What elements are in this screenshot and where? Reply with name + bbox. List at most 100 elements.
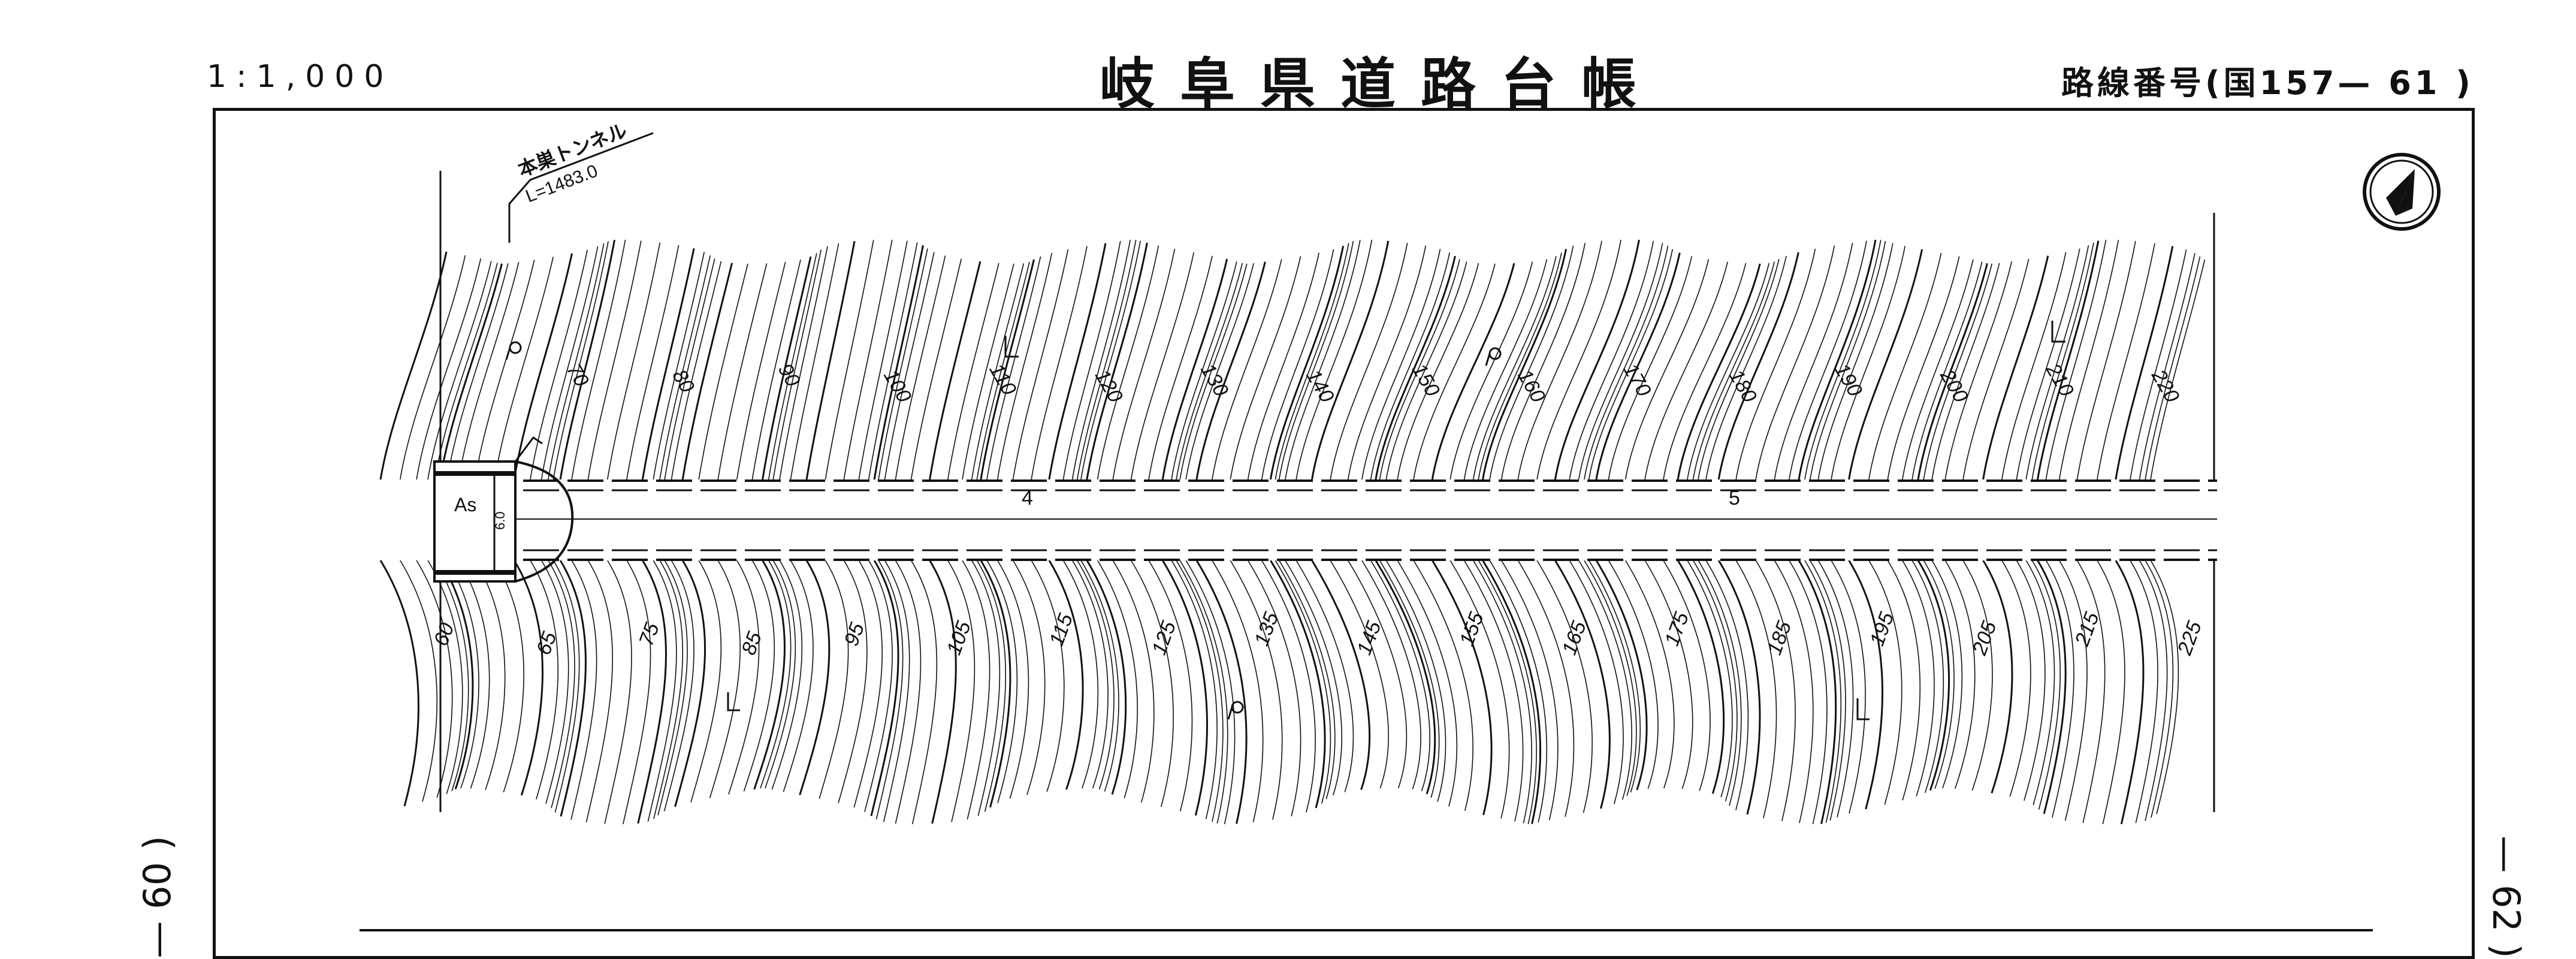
contour-line — [530, 249, 588, 800]
contour-line — [1705, 255, 1787, 810]
contour-label: 215 — [2070, 609, 2103, 649]
contour-line — [1923, 263, 1992, 789]
contour-line — [1179, 263, 1248, 824]
contour-line — [623, 245, 680, 825]
contour-line — [674, 263, 733, 807]
contour-label: 135 — [1250, 609, 1283, 649]
road — [434, 480, 2232, 561]
contour-line — [2058, 240, 2119, 821]
contour-line — [1112, 248, 1176, 803]
contour-line — [1584, 245, 1669, 796]
contour-line — [2076, 241, 2136, 824]
contour-line — [743, 260, 801, 792]
contour-line — [1275, 243, 1349, 804]
contour-label: 175 — [1660, 609, 1693, 649]
contour-line — [1086, 242, 1148, 795]
contour-line — [728, 261, 786, 795]
contour-line — [1848, 249, 1923, 810]
contour-line — [1931, 263, 2000, 789]
contour-line — [1810, 241, 1886, 821]
contour-line — [853, 240, 908, 808]
contour-label: 95 — [840, 620, 869, 649]
contour-line — [1176, 263, 1243, 822]
road-width-label: 6.0 — [493, 511, 508, 530]
contour-line — [1330, 243, 1408, 789]
contour-label: 85 — [737, 629, 766, 658]
contour-line — [2097, 243, 2155, 824]
contour-line — [1663, 263, 1747, 791]
contour-line — [1482, 249, 1568, 824]
contour-label: 195 — [1865, 609, 1898, 649]
contour-line — [1489, 245, 1574, 823]
contour-line — [783, 243, 839, 792]
contour-line — [657, 258, 715, 816]
contour-line — [663, 261, 722, 812]
tunnel-callout — [508, 132, 654, 243]
route-number: 路線番号(国157— 61 ) — [2061, 64, 2474, 102]
contour-label: 140 — [1301, 366, 1338, 406]
contour-line — [1902, 259, 1974, 797]
contour-line — [2139, 253, 2196, 821]
contour-line — [883, 252, 935, 822]
contour-line — [2031, 242, 2094, 810]
contour-line — [980, 259, 1035, 808]
contour-line — [1798, 239, 1877, 824]
page-title: 岐阜県道路台帳 — [1100, 52, 1662, 116]
contour-label: 220 — [2147, 365, 2184, 406]
contour-line — [1472, 256, 1557, 824]
contour-line — [1385, 261, 1467, 803]
contour-line — [1677, 263, 1761, 794]
contour-line — [962, 263, 1014, 820]
contour-line — [1295, 240, 1373, 792]
contour-line — [2001, 252, 2067, 797]
contour-line — [690, 263, 748, 803]
contour-line — [1982, 255, 2049, 794]
contour-line — [1595, 252, 1681, 791]
contour-line — [2150, 260, 2206, 815]
contour-line — [1917, 263, 1988, 791]
contour-line — [1735, 249, 1816, 819]
contour-line — [1071, 240, 1131, 789]
contour-label: 100 — [879, 366, 916, 406]
contour-line — [1311, 240, 1390, 791]
contour-line — [1130, 252, 1195, 807]
contour-line — [494, 257, 554, 792]
contour-line — [1554, 239, 1640, 809]
contour-line — [765, 249, 822, 789]
contour-line — [1062, 241, 1121, 789]
contour-line — [799, 241, 856, 795]
contour-line — [1755, 245, 1835, 821]
contour-line — [2045, 239, 2107, 818]
contour-line — [585, 240, 642, 822]
contour-line — [1644, 261, 1728, 789]
contour-line — [976, 261, 1030, 812]
contour-line — [458, 262, 520, 789]
land-use-symbols — [505, 321, 2065, 720]
contour-label: 225 — [2173, 618, 2206, 658]
contour-line — [427, 261, 492, 794]
contour-label: 205 — [1968, 618, 2001, 658]
contour-line — [2025, 245, 2089, 806]
contour-line — [1463, 259, 1548, 822]
contour-line — [1148, 255, 1213, 812]
contour-line — [1698, 259, 1780, 806]
contour-line — [637, 248, 695, 824]
contour-line — [1774, 242, 1853, 824]
contour-line — [1278, 240, 1354, 800]
contour-line — [540, 246, 599, 804]
contour-line — [1413, 263, 1496, 811]
contour-line — [1517, 240, 1602, 817]
contour-line — [1212, 259, 1282, 822]
contour-line — [1247, 252, 1319, 817]
contour-line — [1624, 259, 1710, 789]
contour-line — [1031, 246, 1088, 792]
contour-line — [1569, 240, 1654, 804]
contour-line — [548, 243, 605, 809]
contour-line — [2016, 248, 2080, 801]
contour-line — [570, 239, 626, 820]
contour-line — [513, 253, 573, 796]
contour-line — [446, 263, 509, 789]
contour-line — [1717, 252, 1799, 815]
contour-line — [604, 242, 661, 824]
contour-line — [1789, 240, 1867, 825]
